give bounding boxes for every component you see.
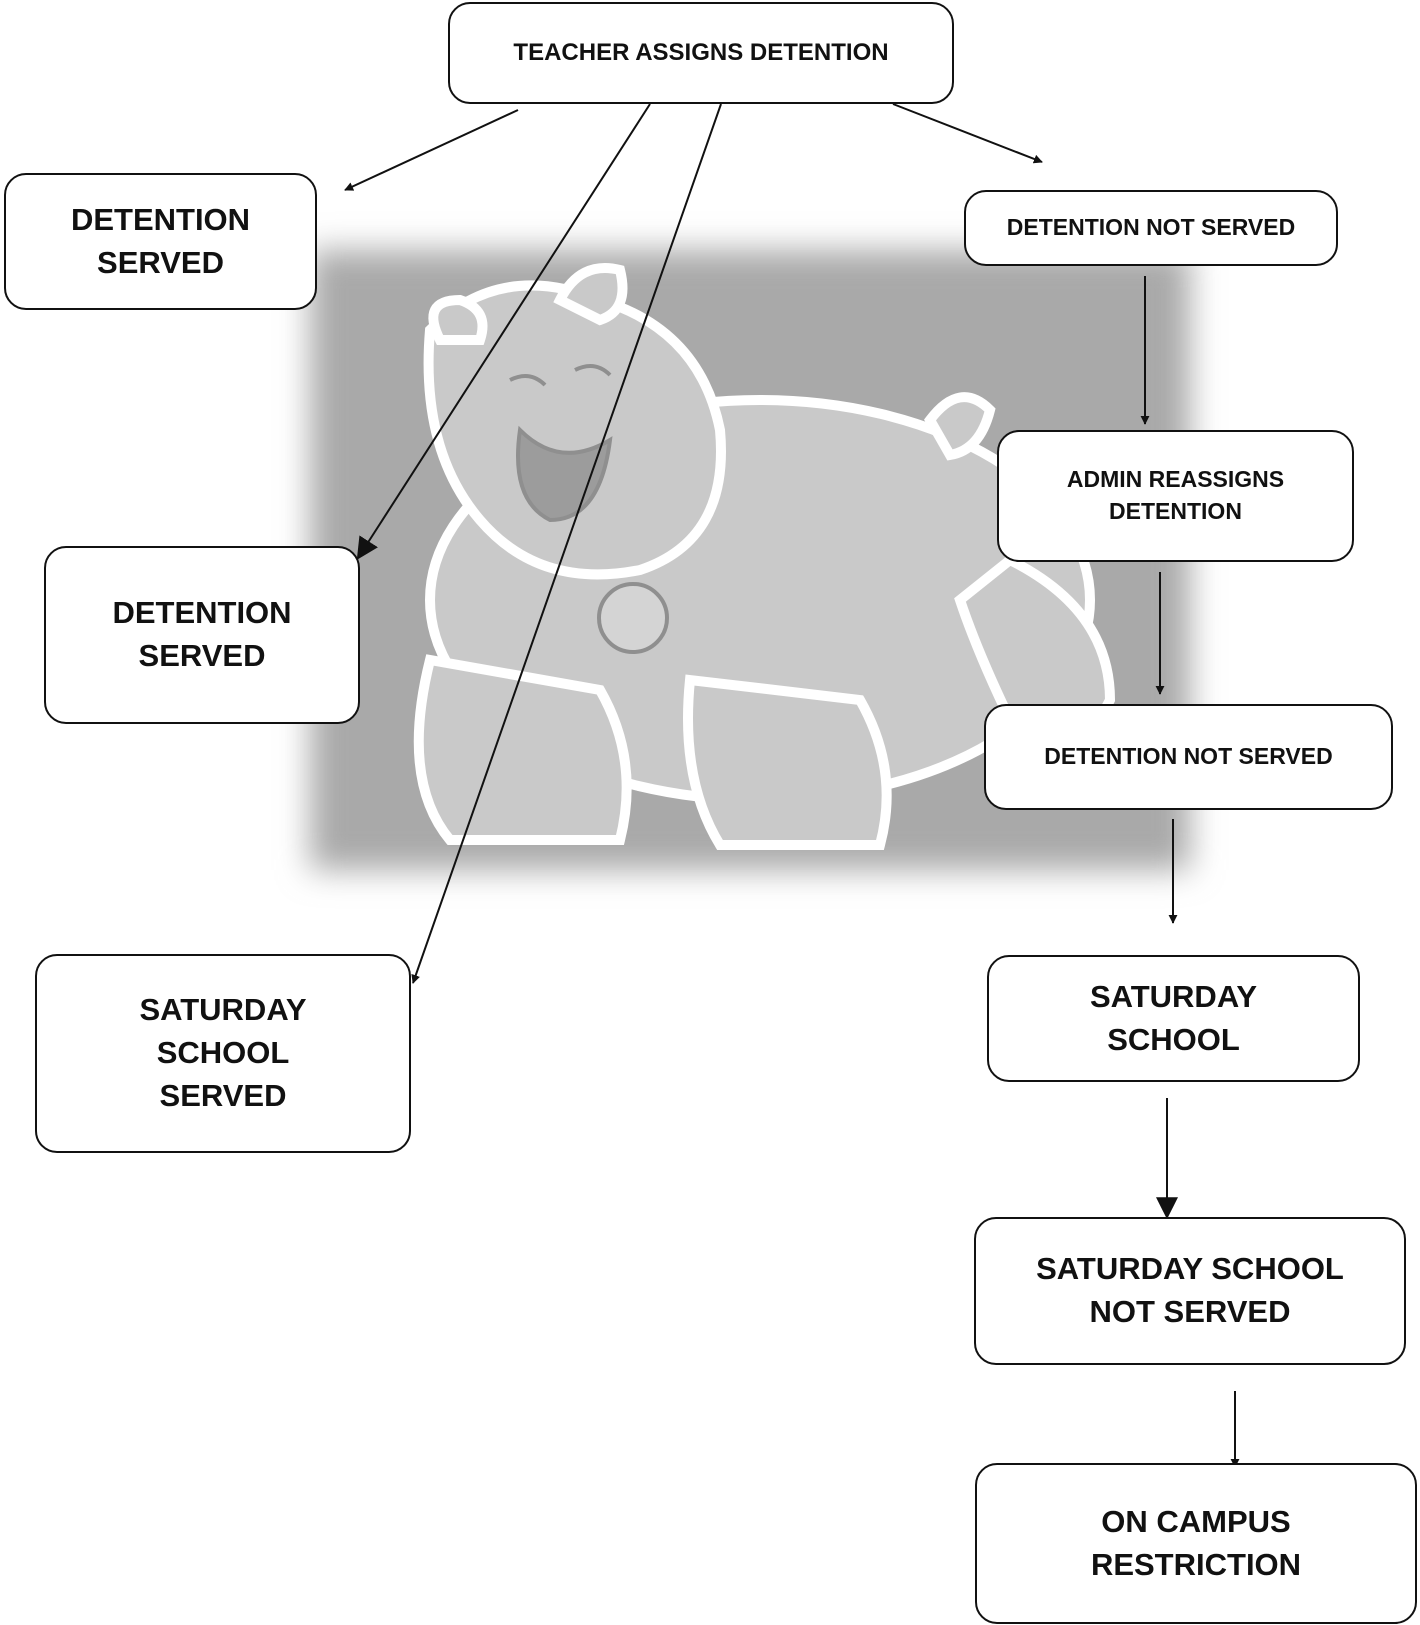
node-teacher-assigns-detention: TEACHER ASSIGNS DETENTION <box>448 2 954 104</box>
node-detention-not-served-2: DETENTION NOT SERVED <box>984 704 1393 810</box>
node-detention-served-top: DETENTION SERVED <box>4 173 317 310</box>
node-detention-served-mid: DETENTION SERVED <box>44 546 360 724</box>
arrow-teacher-to-detention-served-mid <box>356 103 651 560</box>
node-on-campus-restriction: ON CAMPUS RESTRICTION <box>975 1463 1417 1624</box>
arrow-teacher-to-detention-served-top <box>344 109 519 191</box>
arrow-teacher-to-saturday-school-served <box>411 103 722 984</box>
node-saturday-school-not-served: SATURDAY SCHOOL NOT SERVED <box>974 1217 1406 1365</box>
node-saturday-school: SATURDAY SCHOOL <box>987 955 1360 1082</box>
flow-arrows <box>344 103 1240 1468</box>
bulldog-mascot-icon <box>310 250 1190 870</box>
node-admin-reassigns-detention: ADMIN REASSIGNS DETENTION <box>997 430 1354 562</box>
node-detention-not-served-1: DETENTION NOT SERVED <box>964 190 1338 266</box>
node-saturday-school-served: SATURDAY SCHOOL SERVED <box>35 954 411 1153</box>
arrow-teacher-to-detention-not-served <box>892 103 1043 164</box>
